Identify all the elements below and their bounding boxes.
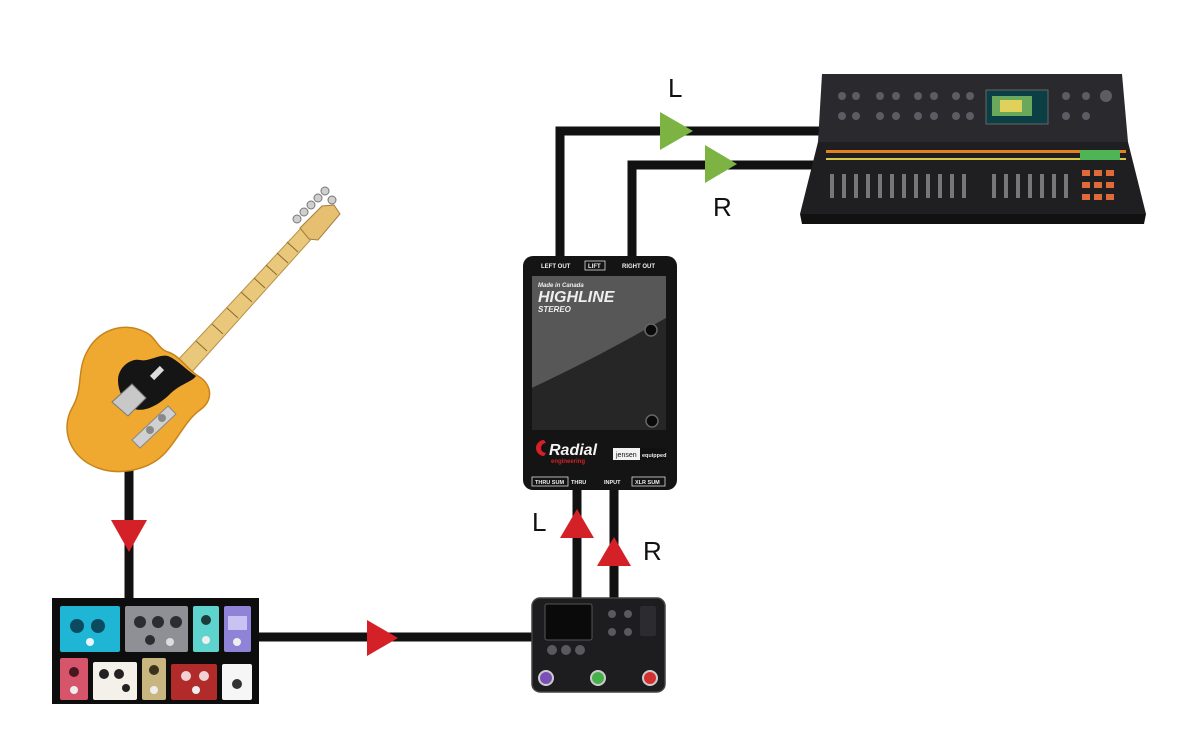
di-box-panel bbox=[532, 276, 666, 388]
cable-di-right-to-mixer bbox=[627, 160, 823, 263]
modeler-screen bbox=[544, 603, 593, 641]
label-left-out: LEFT OUT bbox=[541, 264, 571, 270]
label-brand-sub: engineering bbox=[551, 459, 585, 465]
mixer-faders bbox=[830, 174, 1068, 198]
pedal-gray bbox=[125, 606, 188, 652]
label-jensen: jensen bbox=[615, 452, 637, 459]
footswitch-purple-icon bbox=[538, 670, 554, 686]
guitar-knob-icon bbox=[146, 426, 154, 434]
pedalboard bbox=[52, 598, 259, 704]
footswitch-red-icon bbox=[642, 670, 658, 686]
pedal-red bbox=[171, 664, 217, 700]
label-lift: LIFT bbox=[588, 264, 601, 270]
arrow-right-green-right bbox=[705, 145, 737, 183]
guitar-pickup bbox=[149, 365, 165, 381]
label-mixer-left: L bbox=[668, 73, 682, 103]
guitar-frets bbox=[195, 241, 299, 352]
label-made-in: Made in Canada bbox=[538, 283, 584, 289]
radial-logo-icon bbox=[536, 440, 546, 456]
arrow-up-red-right bbox=[597, 537, 631, 566]
pedal-cream bbox=[93, 662, 137, 700]
modeler-knobs bbox=[547, 610, 632, 655]
label-thru-sum: THRU SUM bbox=[535, 480, 564, 486]
arrow-right-green-left bbox=[660, 112, 693, 150]
label-input: INPUT bbox=[604, 480, 621, 486]
label-model-sub: STEREO bbox=[538, 305, 572, 314]
guitar-bridge bbox=[111, 383, 147, 417]
pedal-gold bbox=[142, 658, 166, 700]
label-brand: Radial bbox=[549, 442, 598, 459]
multi-effects-modeler bbox=[531, 597, 666, 693]
cables bbox=[124, 126, 827, 642]
digital-mixing-console bbox=[800, 74, 1146, 224]
label-di-left: L bbox=[532, 507, 546, 537]
cable-di-left-to-mixer bbox=[555, 126, 827, 263]
arrow-right-red bbox=[367, 620, 398, 656]
pedal-teal bbox=[193, 606, 219, 652]
footswitch-green-icon bbox=[590, 670, 606, 686]
guitar-knob-icon bbox=[158, 414, 166, 422]
label-thru: THRU bbox=[571, 480, 586, 486]
electric-guitar bbox=[66, 186, 341, 473]
pedal-cyan bbox=[60, 606, 120, 652]
arrow-down-red bbox=[111, 520, 147, 552]
label-xlr-sum: XLR SUM bbox=[635, 480, 660, 486]
mixer-knobs bbox=[838, 90, 1112, 120]
mixer-channel-buttons bbox=[826, 150, 1126, 160]
guitar-headstock bbox=[299, 204, 341, 241]
label-mixer-right: R bbox=[713, 192, 732, 222]
label-di-right: R bbox=[643, 536, 662, 566]
label-equipped: equipped bbox=[642, 453, 666, 459]
label-right-out: RIGHT OUT bbox=[622, 264, 655, 270]
di-screw-icon bbox=[645, 414, 659, 428]
mixer-top-panel bbox=[818, 74, 1128, 142]
mixer-orange-pads bbox=[1082, 170, 1114, 200]
arrows bbox=[111, 112, 737, 656]
di-screw-icon bbox=[644, 323, 658, 337]
di-box: LEFT OUT LIFT RIGHT OUT Made in Canada H… bbox=[523, 256, 677, 490]
pedal-red-pink bbox=[60, 658, 88, 700]
label-model: HIGHLINE bbox=[538, 289, 616, 306]
guitar-tuners bbox=[292, 186, 337, 224]
arrow-up-red-left bbox=[560, 509, 594, 538]
